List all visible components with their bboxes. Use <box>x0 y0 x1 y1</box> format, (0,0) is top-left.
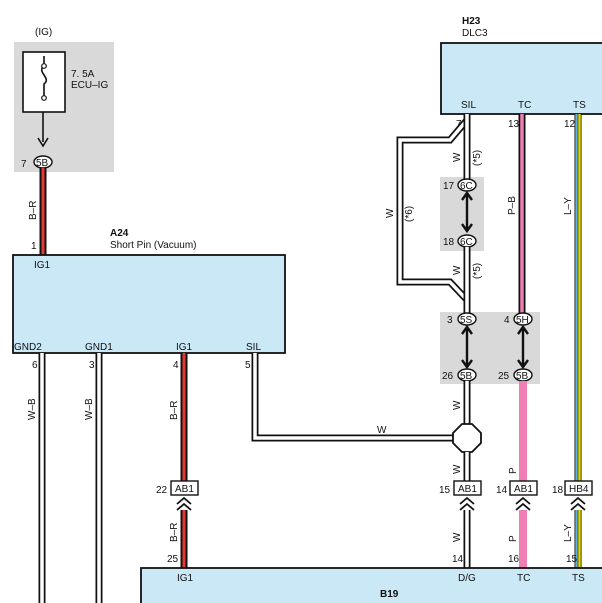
connector-num: 15 <box>439 485 451 496</box>
junction-arrow-icon <box>517 324 529 370</box>
wire-color-label: L–Y <box>563 197 574 215</box>
connector-num: 22 <box>156 485 168 496</box>
wire-color-label: P <box>508 535 519 542</box>
junction-code: 6C <box>460 237 473 248</box>
wire-color-label: W <box>385 208 396 218</box>
connector-chevron-icon <box>515 496 531 511</box>
connector-num: 14 <box>496 485 508 496</box>
h23-pin-sil: SIL <box>461 100 476 111</box>
connector-ab1 <box>170 480 199 496</box>
b19-code: B19 <box>380 589 399 600</box>
wire-w-sil-core <box>253 353 455 440</box>
wire-color-label: W–B <box>27 398 38 420</box>
pin-num: 5 <box>245 360 251 371</box>
wire-color-label: B–R <box>169 523 180 542</box>
a24-box <box>12 254 286 354</box>
junction-num: 4 <box>504 315 510 326</box>
a24-top-pin: IG1 <box>34 260 51 271</box>
a24-pin-gnd2: GND2 <box>14 342 42 353</box>
junction-code: 5S <box>460 315 473 326</box>
junction-num: 7 <box>21 159 27 170</box>
fuse-name: ECU–IG <box>71 80 108 91</box>
wire-color-label: L–Y <box>563 524 574 542</box>
fuse-terminal-top <box>41 63 47 69</box>
wire-w-sil-outer <box>251 353 455 442</box>
junction-num: 18 <box>443 237 455 248</box>
a24-pin-gnd1: GND1 <box>85 342 113 353</box>
h23-pin-ts: TS <box>573 100 586 111</box>
junction-code: 5B <box>36 158 49 169</box>
a24-code: A24 <box>110 228 129 239</box>
fuse-terminal-bottom <box>41 95 47 101</box>
fuse-rating: 7. 5A <box>71 69 95 80</box>
junction-arrow-icon <box>461 324 473 370</box>
note-label: (*6) <box>404 206 415 222</box>
note-label: (*5) <box>472 263 483 279</box>
note-label: (*5) <box>472 150 483 166</box>
wire-color-label: W <box>452 265 463 275</box>
b19-box <box>140 567 602 603</box>
connector-code: AB1 <box>458 484 477 495</box>
b19-pin-tc: TC <box>517 573 530 584</box>
junction-num: 25 <box>498 371 510 382</box>
h23-box <box>440 42 602 115</box>
connector-code: HB4 <box>569 484 589 495</box>
b19-pin-ts: TS <box>572 573 585 584</box>
wire-color-label: B–R <box>28 201 39 220</box>
junction-num: 17 <box>443 181 455 192</box>
connector-chevron-icon <box>459 496 475 511</box>
wire-color-label: P–B <box>507 196 518 215</box>
wire-color-label: B–R <box>169 401 180 420</box>
h23-name: DLC3 <box>462 28 488 39</box>
connector-hb4 <box>564 480 593 496</box>
connector-ab1 <box>509 480 538 496</box>
pin-num: 16 <box>508 554 520 565</box>
wire-color-label: W <box>452 400 463 410</box>
junction-num: 3 <box>447 315 453 326</box>
junction-num: 26 <box>442 371 454 382</box>
splice-point <box>452 423 482 453</box>
pin-num: 13 <box>508 119 520 130</box>
b19-pin-ig1: IG1 <box>177 573 194 584</box>
junction-code: 5B <box>460 371 473 382</box>
a24-name: Short Pin (Vacuum) <box>110 240 197 251</box>
wire-color-label: W <box>452 152 463 162</box>
connector-chevron-icon <box>570 496 586 511</box>
connector-code: AB1 <box>175 484 194 495</box>
connector-code: AB1 <box>514 484 533 495</box>
pin-num: 15 <box>566 554 578 565</box>
a24-pin-sil: SIL <box>246 342 261 353</box>
connector-ab1 <box>453 480 482 496</box>
junction-code: 5B <box>516 371 529 382</box>
h23-code: H23 <box>462 16 481 27</box>
wire-color-label: W <box>452 464 463 474</box>
pin-num: 25 <box>167 554 179 565</box>
pin-num: 6 <box>32 360 38 371</box>
pin-num: 1 <box>31 241 37 252</box>
wire-color-label: P <box>508 467 519 474</box>
connector-chevron-icon <box>176 496 192 511</box>
fuse-arrow <box>37 137 49 148</box>
pin-num: 14 <box>452 554 464 565</box>
connector-num: 18 <box>552 485 564 496</box>
wire-color-label: W–B <box>84 398 95 420</box>
wire-color-label: W <box>452 532 463 542</box>
pin-num: 12 <box>564 119 576 130</box>
ig-label: (IG) <box>35 27 52 38</box>
junction-code: 5H <box>516 315 529 326</box>
junction-code: 6C <box>460 181 473 192</box>
a24-pin-ig1: IG1 <box>176 342 193 353</box>
wire-color-label: W <box>377 425 387 436</box>
junction-arrow-icon <box>461 190 473 234</box>
b19-pin-dg: D/G <box>458 573 476 584</box>
pin-num: 3 <box>89 360 95 371</box>
h23-pin-tc: TC <box>518 100 531 111</box>
pin-num: 4 <box>173 360 179 371</box>
